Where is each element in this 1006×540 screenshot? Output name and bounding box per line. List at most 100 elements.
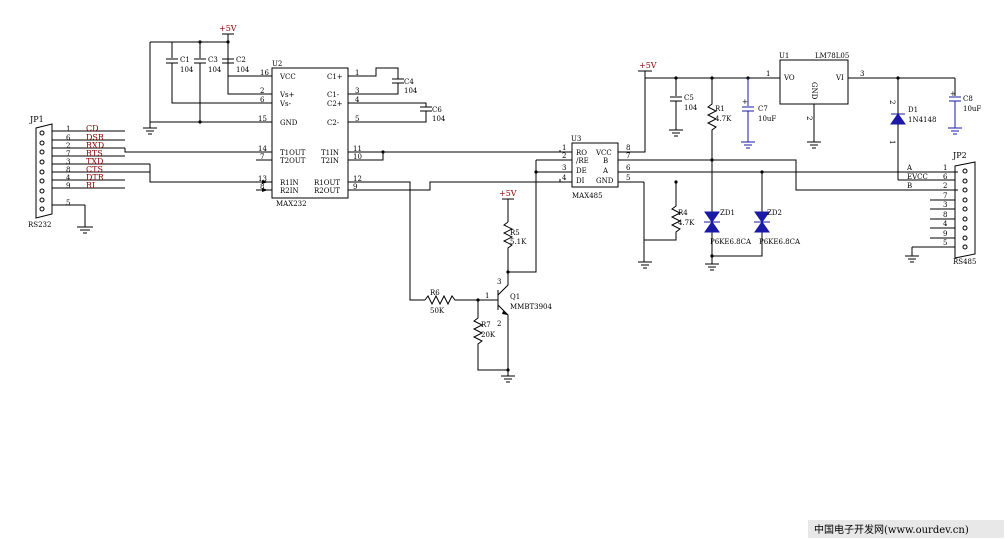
u1-pin-gnd: GND [810, 82, 818, 100]
u2-pin-5-num: 5 [355, 115, 359, 123]
u2-pin-15-num: 15 [258, 115, 267, 123]
wire-u2-u3-control [366, 159, 560, 301]
q1-pin-2: 2 [497, 320, 501, 328]
u3-pin-6-num: 6 [626, 164, 631, 172]
jp2-pin-9: 9 [943, 230, 947, 238]
connector-jp1: JP1 RS232 1 6 2 7 3 8 4 9 5 CD DSR RXD R… [28, 115, 150, 234]
cap-c1 [166, 58, 256, 104]
ground-symbol-q1 [501, 370, 515, 383]
u2-pin-vsminus: Vs- [279, 100, 292, 108]
q1-pin-3: 3 [497, 278, 501, 286]
u3-pin-a: A [602, 167, 609, 175]
tvs-network [705, 172, 763, 271]
u1-ref: U1 [779, 52, 789, 60]
u1-pin-vi: VI [835, 74, 844, 82]
jp1-pin-2: 2 [66, 142, 70, 150]
jp1-signal-dsr: DSR [86, 133, 105, 142]
u2-pin-t2out: T2OUT [280, 157, 306, 165]
u3-pin-ro: RO [576, 149, 587, 157]
u2-pin-1-num: 1 [355, 69, 359, 77]
jp1-signal-rxd: RXD [86, 141, 104, 150]
u2-pin-vsplus: Vs+ [279, 91, 295, 99]
u3-vcc-net [618, 70, 780, 153]
zd2-ref: ZD2 [767, 209, 782, 217]
resistor-r5 [502, 221, 514, 272]
c3-value: 104 [208, 66, 222, 74]
c8-plus: + [950, 90, 956, 98]
q1-emitter-arrow [502, 311, 508, 315]
u2-pin-r1out: R1OUT [314, 179, 340, 187]
u1-vi-net [848, 77, 956, 106]
u3-left-leads [560, 151, 572, 183]
jp1-body [35, 123, 53, 219]
jp1-signal-rts: RTS [86, 149, 103, 158]
jp2-pin-8: 8 [943, 211, 947, 219]
c7-value: 10uF [758, 115, 776, 123]
u2-pin-r2in: R2IN [280, 187, 299, 195]
c7-ref: C7 [758, 105, 768, 113]
u2-pin-8-num: 8 [260, 183, 264, 191]
u2-pin-4-num: 4 [355, 96, 360, 104]
c4-ref: C4 [404, 78, 414, 86]
u3-pin-5-num: 5 [626, 174, 630, 182]
jp1-signal-ri: RI [86, 181, 95, 190]
cap-c3 [150, 58, 256, 123]
u3-pin-3-num: 3 [562, 164, 566, 172]
u2-pin-7-num: 7 [260, 153, 264, 161]
jp2-pin-7: 7 [943, 192, 947, 200]
jp2-signal-evcc: EVCC [907, 173, 928, 181]
u3-pin-de: DE [576, 167, 587, 175]
r4-ref: R4 [678, 209, 688, 217]
jp2-pin-6: 6 [943, 173, 948, 181]
jp1-pin-5: 5 [66, 199, 70, 207]
u2-pin-2-num: 2 [260, 87, 264, 95]
jp1-pin-7: 7 [66, 150, 70, 158]
wire-rxd-t1out [124, 148, 268, 153]
u1-pin-1-num: 1 [766, 70, 770, 78]
resistor-r7 [472, 300, 508, 371]
u2-ref: U2 [272, 60, 282, 68]
cap-c5 [669, 78, 683, 137]
u2-body [271, 67, 349, 199]
input-protection: 2 1 D1 1N4148 + C8 10uF [888, 90, 981, 180]
jp2-signal-a: A [906, 164, 913, 172]
u3-body [571, 142, 619, 188]
junction [198, 120, 202, 124]
u2-pin-c1minus: C1- [327, 91, 340, 99]
jp2-pin-1: 1 [943, 164, 947, 172]
cap-c2 [222, 42, 256, 95]
jp2-name: RS485 [953, 258, 976, 266]
cap-c6 [366, 102, 432, 123]
jp2-leads [898, 179, 955, 256]
u2-pin-3-num: 3 [355, 87, 359, 95]
zd2-value: P6KE6.8CA [759, 238, 801, 246]
power-label-q1: +5V [499, 189, 517, 198]
zd2-bottom-icon [754, 221, 770, 233]
ground-symbol-u3 [638, 182, 652, 269]
resistor-r4 [644, 182, 682, 241]
junction [710, 254, 714, 258]
q1-pin-1: 1 [485, 292, 489, 300]
u2-pin-vcc: VCC [279, 73, 296, 81]
d1-pin-b: 1 [888, 140, 896, 144]
jp2-signal-b: B [907, 182, 912, 190]
ground-symbol-jp2 [905, 255, 919, 263]
u3-power-network: +5V C5 104 R1 4.7K + C7 10uF R4 4.7K [618, 61, 958, 271]
jp1-pin-3: 3 [66, 158, 70, 166]
u2-pin-11-num: 11 [353, 145, 362, 153]
junction [674, 180, 678, 184]
r6-value: 50K [430, 307, 445, 315]
r6-ref: R6 [430, 289, 440, 297]
r5-ref: R5 [510, 229, 520, 237]
jp1-pin-6: 6 [66, 134, 71, 142]
c6-ref: C6 [432, 106, 442, 114]
u2-pin-t1in: T1IN [321, 149, 339, 157]
u3-pin-4-num: 4 [562, 174, 567, 182]
c3-ref: C3 [208, 56, 218, 64]
u2-pin-c2plus: C2+ [327, 100, 343, 108]
regulator-u1: U1 LM78L05 VO VI GND 1 2 3 [766, 52, 956, 149]
c6-value: 104 [432, 115, 446, 123]
zd1-ref: ZD1 [720, 209, 735, 217]
u3-pin-1-num: 1 [562, 144, 566, 152]
zd2-top-icon [754, 211, 770, 223]
